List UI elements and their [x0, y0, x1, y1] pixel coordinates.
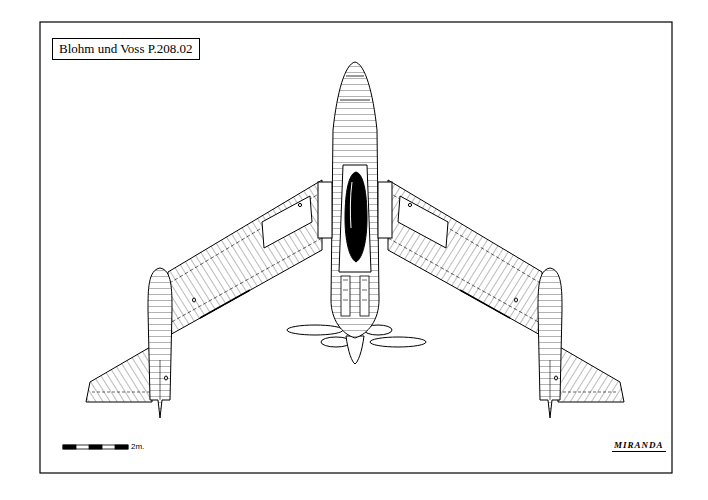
scale-label: 2m. — [131, 442, 144, 451]
fuselage — [318, 62, 392, 338]
artist-signature: MIRANDA — [612, 440, 666, 452]
sheet-frame — [40, 22, 672, 473]
scale-bar — [63, 445, 128, 449]
drawing-title: Blohm und Voss P.208.02 — [52, 38, 200, 60]
